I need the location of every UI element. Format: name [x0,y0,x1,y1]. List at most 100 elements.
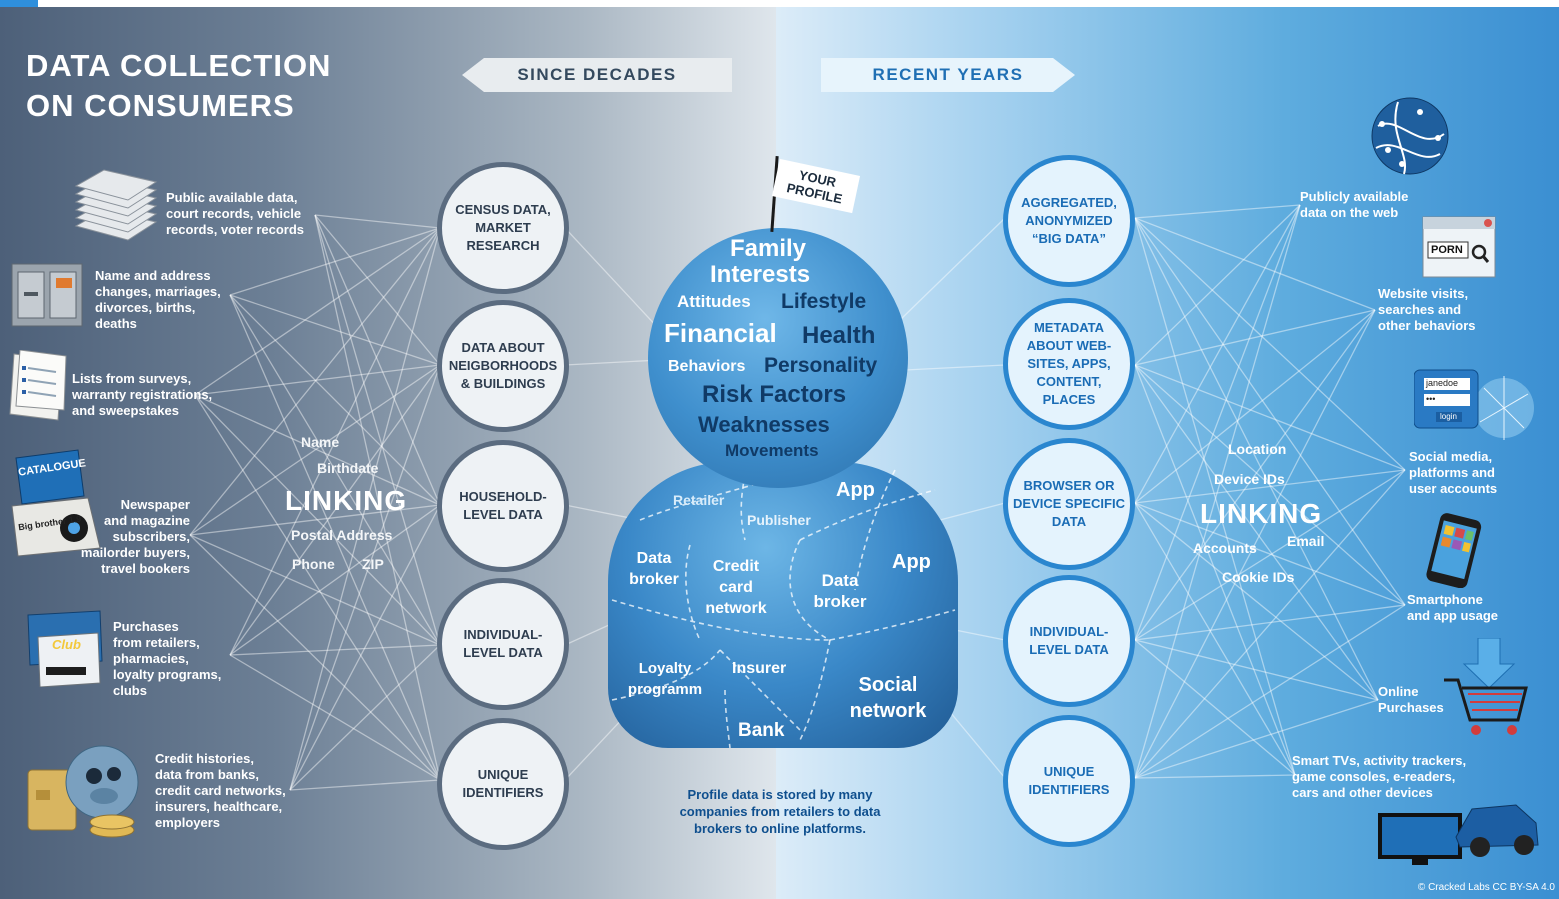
segment-insurer: Insurer [732,660,787,677]
shopping-cart-icon [1444,638,1528,735]
segment-credit-card-network: Credit card network [705,558,767,617]
circle-household-data: HOUSEHOLD-LEVEL DATA [437,440,569,572]
login-username: janedoe [1426,378,1459,388]
source-line: Newspaper [120,497,190,512]
segment-bank: Bank [738,720,785,741]
top-bar-accent [0,0,38,7]
login-button-label: login [1440,412,1457,421]
circle-label: AGGREGATED, ANONYMIZED “BIG DATA” [1021,195,1117,246]
profile-word-financial: Financial [664,318,777,348]
source-line: insurers, healthcare, [155,799,283,814]
source-line: clubs [113,683,147,698]
profile-word-family: Family [730,235,807,262]
circle-label: INDIVIDUAL-LEVEL DATA [1029,624,1109,657]
profile-word-attitudes: Attitudes [677,292,751,311]
piggy-bank-icon [27,745,139,838]
linking-device-ids: Device IDs [1214,471,1285,487]
linking-name: Name [301,434,340,450]
segment-publisher: Publisher [747,512,811,528]
linking-email: Email [1287,533,1325,549]
circle-label: DATA ABOUT NEIGBORHOODS & BUILDINGS [448,340,558,391]
paper-stack-icon [74,169,158,241]
linking-location: Location [1228,441,1287,457]
source-line: Online [1378,684,1419,699]
source-line: warranty registrations, [72,387,213,402]
segment-app-top: App [836,479,875,501]
source-line: deaths [95,316,137,331]
page-title: DATA COLLECTION ON CONSUMERS [26,46,406,126]
linking-left-title: LINKING [285,485,408,516]
source-smart-devices: Smart TVs, activity trackers,game consol… [1292,753,1466,801]
source-line: from retailers, [113,635,200,650]
circle-label: UNIQUE IDENTIFIERS [462,767,544,800]
profile-caption: Profile data is stored by many companies… [679,787,881,836]
linking-postal-address: Postal Address [291,527,393,543]
segment-retailer: Retailer [673,492,725,508]
source-public-records: Public available data,court records, veh… [166,190,304,238]
browser-search-icon: PORN [1422,216,1496,278]
source-line: Social media, [1409,449,1493,464]
source-line: Public available data, [166,190,298,205]
profile-word-lifestyle: Lifestyle [781,290,867,313]
circle-browser-device-data: BROWSER OR DEVICE SPECIFIC DATA [1003,438,1135,570]
profile-word-interests: Interests [710,261,811,288]
left-panel-background [0,0,776,899]
title-line-2: ON CONSUMERS [26,88,295,123]
circle-census-data: CENSUS DATA, MARKET RESEARCH [437,162,569,294]
source-line: travel bookers [101,561,190,576]
source-line: employers [155,815,221,830]
club-card-label: Club [52,637,81,652]
recent-years-banner: RECENT YEARS [821,58,1075,92]
source-line: Smart TVs, activity trackers, [1292,753,1467,768]
source-line: cars and other devices [1292,785,1433,800]
license-credit: © Cracked Labs CC BY-SA 4.0 [1417,882,1555,893]
tv-car-devices-icon [1378,804,1539,865]
source-line: user accounts [1409,481,1498,496]
globe-network-icon [1371,97,1449,175]
profile-word-behaviors: Behaviors [668,358,746,375]
source-line: Name and address [95,268,211,283]
linking-right-title: LINKING [1200,498,1323,529]
circle-neighborhood-data: DATA ABOUT NEIGBORHOODS & BUILDINGS [437,300,569,432]
source-line: Publicly available [1300,189,1409,204]
circle-unique-identifiers-left: UNIQUE IDENTIFIERS [437,718,569,850]
source-line: platforms and [1409,465,1495,480]
source-line: searches and [1378,302,1462,317]
profile-word-personality: Personality [764,354,878,377]
profile-word-movements: Movements [725,441,819,460]
linking-cookie-ids: Cookie IDs [1222,569,1295,585]
source-line: mailorder buyers, [80,545,190,560]
mailbox-icon [11,263,83,327]
segment-social-network: Social network [849,674,927,722]
survey-form-icon [9,350,67,421]
circle-unique-identifiers-right: UNIQUE IDENTIFIERS [1003,715,1135,847]
circle-label: HOUSEHOLD-LEVEL DATA [459,489,547,522]
source-line: and magazine [104,513,190,528]
source-line: Lists from surveys, [72,371,192,386]
segment-loyalty-programm: Loyalty programm [627,660,703,698]
profile-word-risk-factors: Risk Factors [702,381,847,408]
catalogue-newspaper-icon: CATALOGUE Big brother 1.9 [8,448,104,558]
linking-zip: ZIP [362,556,384,572]
linking-phone: Phone [292,556,335,572]
source-line: and sweepstakes [72,403,179,418]
loyalty-card-icon: Club [24,607,104,687]
segment-data-broker-right: Data broker [813,571,867,611]
source-line: and app usage [1407,608,1499,623]
circle-big-data: AGGREGATED, ANONYMIZED “BIG DATA” [1003,155,1135,287]
title-line-1: DATA COLLECTION [26,48,332,83]
segment-data-broker-left: Data broker [629,550,679,588]
source-line: data on the web [1300,205,1399,220]
source-line: subscribers, [112,529,190,544]
source-line: Purchases [1378,700,1444,715]
source-line: loyalty programs, [113,667,222,682]
search-query-text: PORN [1431,244,1463,256]
